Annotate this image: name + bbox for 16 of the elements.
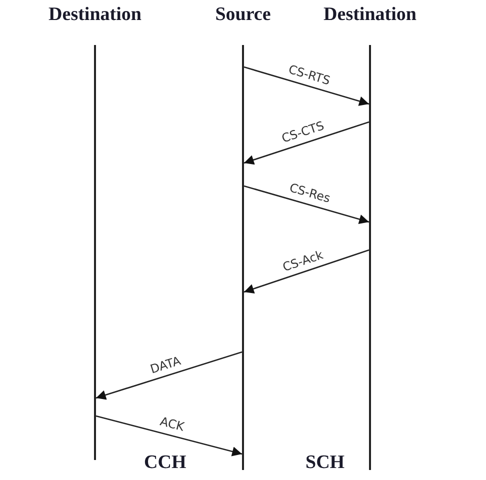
- edge-label: CS-Res: [287, 180, 332, 206]
- arrow: [244, 66, 370, 106]
- arrow: [244, 121, 370, 165]
- channel-label: CCH: [144, 452, 186, 474]
- participant-label: Destination: [322, 4, 418, 26]
- edge-label: DATA: [148, 353, 182, 376]
- edge-label: CS-Ack: [280, 247, 325, 274]
- arrow: [96, 351, 242, 400]
- channel-label: SCH: [306, 452, 345, 474]
- arrow: [244, 185, 370, 224]
- participant-label: Destination: [48, 4, 142, 26]
- arrow: [244, 249, 370, 294]
- edge-label: ACK: [158, 414, 186, 434]
- arrow: [96, 415, 242, 456]
- edge-label: CS-RTS: [287, 62, 332, 88]
- participant-label: Source: [214, 4, 272, 26]
